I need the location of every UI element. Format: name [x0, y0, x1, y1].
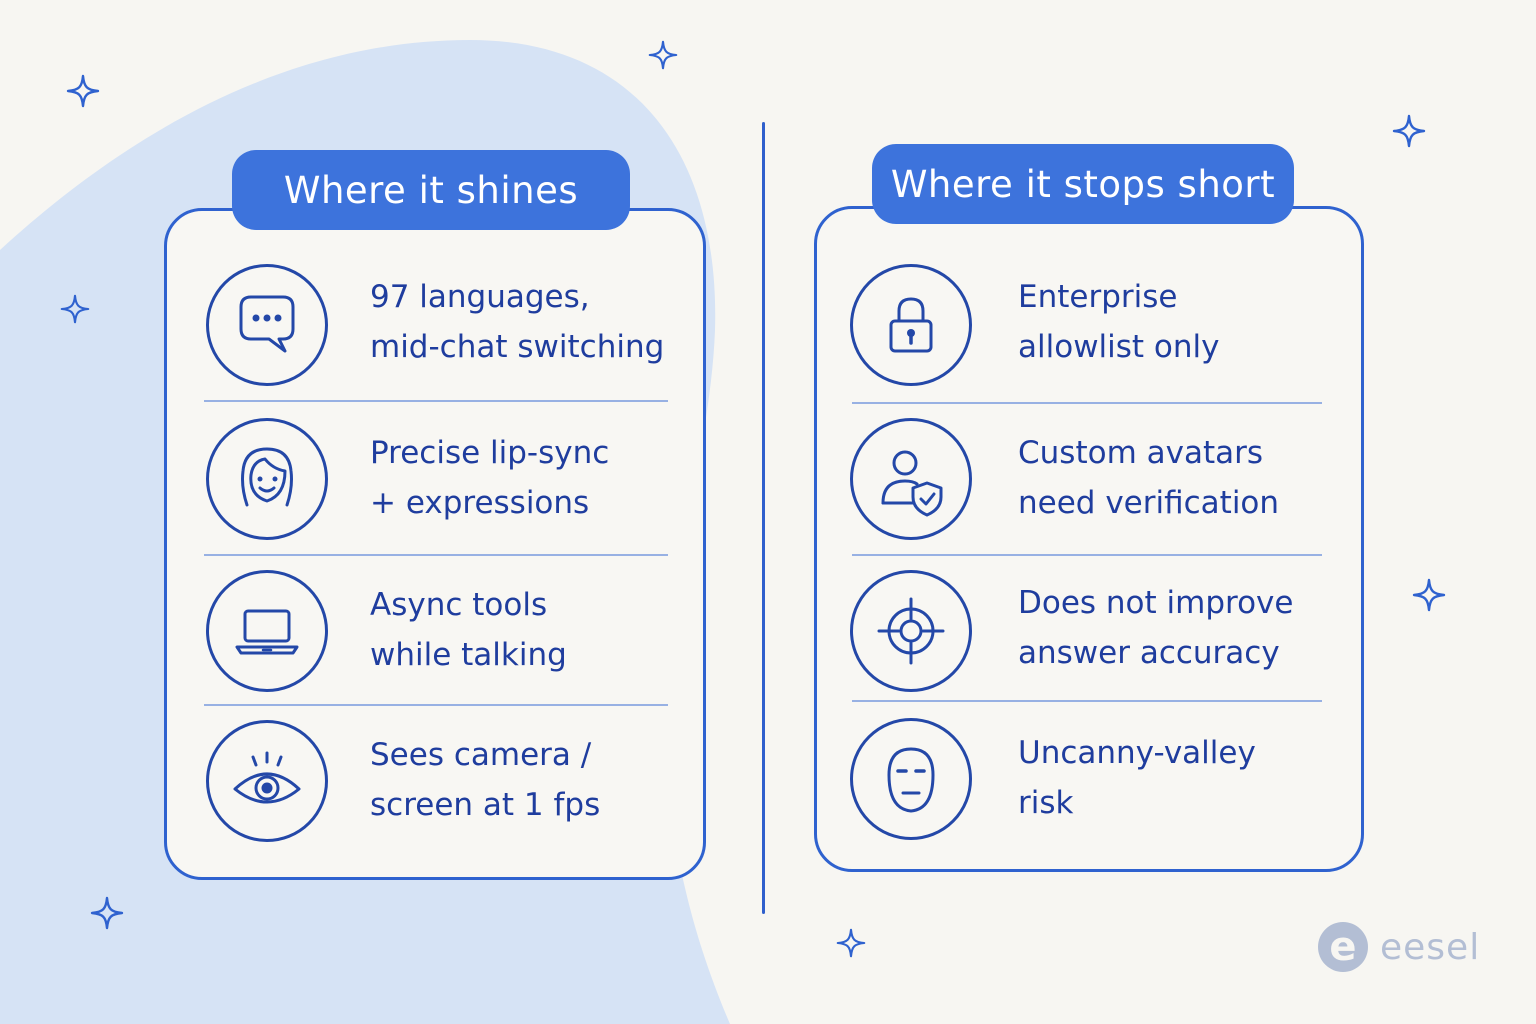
right-separator-2	[852, 554, 1322, 556]
left-panel-title: Where it shines	[232, 150, 630, 230]
sparkle-icon	[836, 928, 866, 958]
sparkle-icon	[1412, 578, 1446, 612]
left-item-3-text: Async tools while talking	[370, 580, 567, 680]
right-item-2-text: Custom avatars need verification	[1018, 428, 1279, 528]
left-item-2-line1: Precise lip-sync	[370, 435, 610, 471]
left-item-2-text: Precise lip-sync + expressions	[370, 428, 609, 528]
right-item-3-text: Does not improve answer accuracy	[1018, 578, 1293, 678]
left-item-1-line2: mid-chat switching	[370, 329, 665, 365]
left-item-4-line2: screen at 1 fps	[370, 787, 601, 823]
eesel-logo-wordmark: eesel	[1380, 926, 1481, 968]
right-item-3-line2: answer accuracy	[1018, 635, 1280, 671]
lock-icon	[850, 264, 972, 386]
eesel-logo-mark: e	[1318, 922, 1368, 972]
laptop-icon	[206, 570, 328, 692]
left-item-4-line1: Sees camera /	[370, 737, 592, 773]
right-item-2-line2: need verification	[1018, 485, 1280, 521]
left-item-1-line1: 97 languages,	[370, 279, 590, 315]
left-item-2-line2: + expressions	[370, 485, 590, 521]
right-item-1-line1: Enterprise	[1018, 279, 1178, 315]
mask-face-icon	[850, 718, 972, 840]
right-separator-3	[852, 700, 1322, 702]
left-separator-3	[204, 704, 668, 706]
eesel-logo: e eesel	[1318, 922, 1480, 972]
right-panel-title: Where it stops short	[872, 144, 1294, 224]
right-item-2-line1: Custom avatars	[1018, 435, 1264, 471]
right-item-4-line1: Uncanny-valley	[1018, 735, 1256, 771]
left-item-1-text: 97 languages, mid-chat switching	[370, 272, 664, 372]
right-separator-1	[852, 402, 1322, 404]
left-separator-1	[204, 400, 668, 402]
center-divider	[762, 122, 765, 914]
eye-icon	[206, 720, 328, 842]
sparkle-icon	[648, 40, 678, 70]
right-item-4-text: Uncanny-valley risk	[1018, 728, 1256, 828]
right-item-1-line2: allowlist only	[1018, 329, 1220, 365]
sparkle-icon	[60, 294, 90, 324]
left-separator-2	[204, 554, 668, 556]
face-icon	[206, 418, 328, 540]
left-item-3-line2: while talking	[370, 637, 567, 673]
speech-bubble-icon	[206, 264, 328, 386]
right-item-3-line1: Does not improve	[1018, 585, 1294, 621]
left-item-3-line1: Async tools	[370, 587, 548, 623]
sparkle-icon	[90, 896, 124, 930]
left-item-4-text: Sees camera / screen at 1 fps	[370, 730, 600, 830]
user-shield-icon	[850, 418, 972, 540]
sparkle-icon	[1392, 114, 1426, 148]
right-item-4-line2: risk	[1018, 785, 1074, 821]
target-icon	[850, 570, 972, 692]
right-item-1-text: Enterprise allowlist only	[1018, 272, 1220, 372]
sparkle-icon	[66, 74, 100, 108]
